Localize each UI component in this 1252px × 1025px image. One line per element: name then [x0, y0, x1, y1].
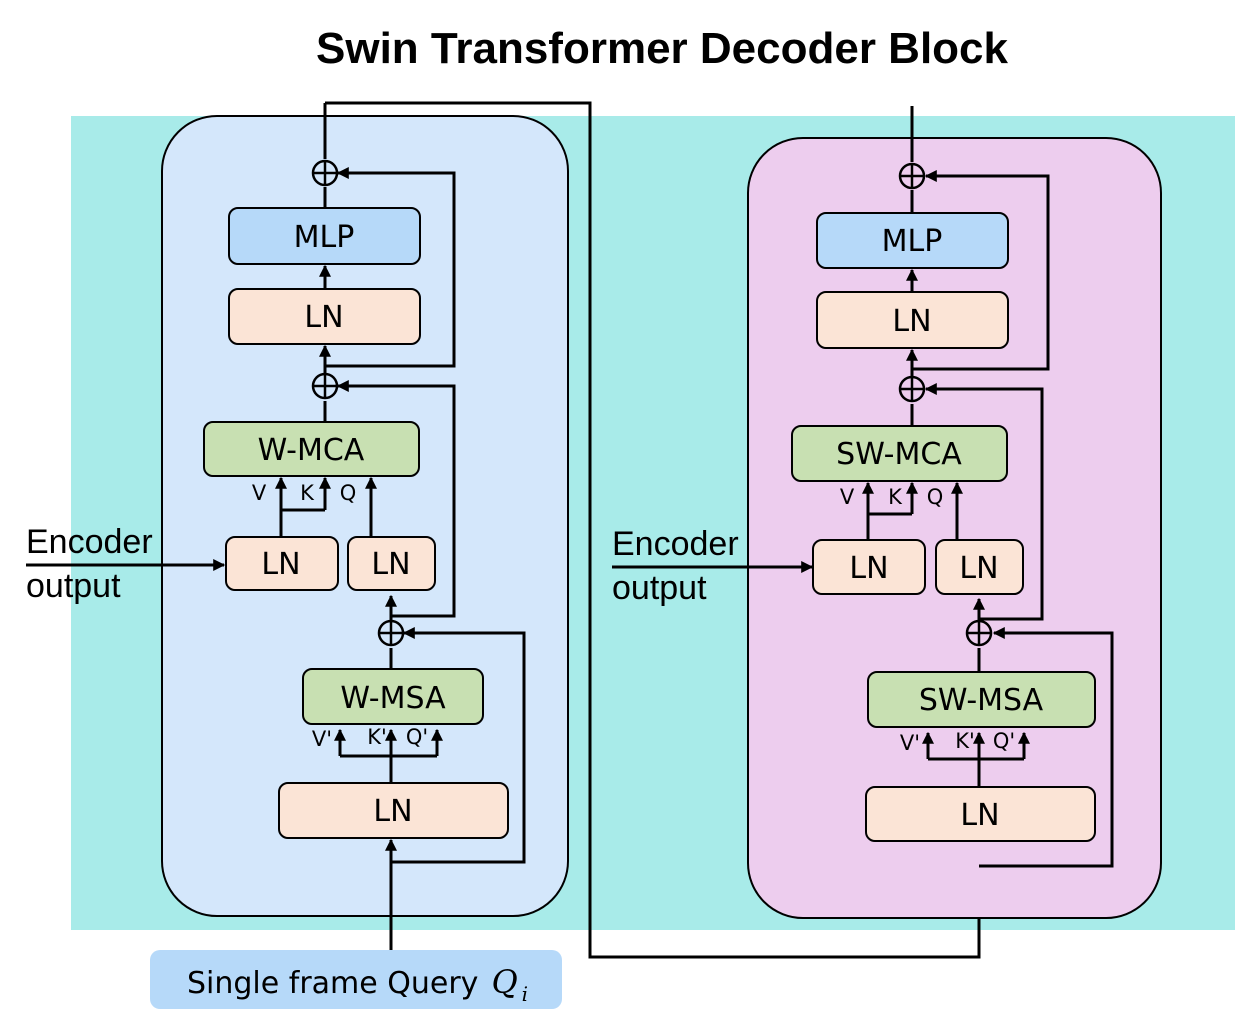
right-v-label: V [840, 485, 855, 509]
right-ln-encoder-label: LN [849, 551, 888, 586]
right-ln-encoder-box [812, 539, 926, 595]
query-label: Single frame Query [187, 966, 478, 1001]
left-ln-query-label: LN [371, 547, 410, 582]
left-ln-input-label: LN [373, 794, 412, 829]
left-ln-mlp-box [228, 288, 421, 345]
left-self-attention-label: W-MSA [340, 681, 446, 716]
left-cross-attention-box [203, 421, 420, 477]
right-residual-3 [912, 170, 1050, 371]
left-ln-mlp-label: LN [304, 300, 343, 335]
right-q-prime-label: Q' [993, 729, 1015, 753]
left-self-attention-box [302, 668, 484, 725]
right-ln-mlp-box [816, 291, 1009, 349]
left-ln-input-box [278, 782, 509, 839]
right-self-attention-box [867, 671, 1096, 728]
right-ln-query-box [935, 539, 1024, 595]
query-text: Single frame Query Q i [187, 963, 528, 1006]
right-add-node-middle [898, 375, 926, 403]
right-cross-attention-box [791, 425, 1008, 482]
right-add-node-top [898, 162, 926, 190]
right-mlp-box [816, 212, 1009, 269]
left-mlp-box [228, 207, 421, 265]
left-v-prime-label: V' [312, 727, 332, 751]
left-residual-1 [391, 627, 526, 864]
right-encoder-label-line1: Encoder [612, 525, 739, 563]
right-add-node-bottom [965, 619, 993, 647]
left-add-node-bottom [377, 619, 405, 647]
right-q-label: Q [927, 485, 944, 509]
left-k-prime-label: K' [367, 725, 387, 749]
left-q-label: Q [340, 481, 357, 505]
left-ln-encoder-label: LN [261, 547, 300, 582]
left-v-label: V [252, 481, 267, 505]
left-residual-3 [325, 167, 456, 368]
left-encoder-label-line1: Encoder [26, 523, 153, 561]
right-ln-input-label: LN [960, 798, 999, 833]
right-mlp-label: MLP [882, 224, 943, 259]
left-add-node-top [311, 159, 339, 187]
right-ln-query-label: LN [959, 551, 998, 586]
left-ln-encoder-box [225, 536, 339, 591]
left-mlp-label: MLP [294, 220, 355, 255]
left-residual-2 [336, 380, 456, 618]
left-ln-query-box [347, 536, 436, 591]
left-add-node-middle [311, 372, 339, 400]
left-q-prime-label: Q' [406, 725, 428, 749]
right-ln-input-box [865, 786, 1096, 842]
left-decoder-block: MLP LN W-MCA LN LN W-MSA LN V [26, 103, 569, 950]
right-v-prime-label: V' [900, 731, 920, 755]
right-self-attention-label: SW-MSA [919, 683, 1044, 718]
right-residual-1 [979, 627, 1114, 868]
right-k-prime-label: K' [955, 729, 975, 753]
right-ln-mlp-label: LN [892, 304, 931, 339]
left-k-label: K [300, 481, 315, 505]
left-cross-attention-label: W-MCA [258, 433, 365, 468]
query-symbol: Q [491, 963, 517, 1001]
query-subscript: i [522, 982, 528, 1006]
diagram-title: Swin Transformer Decoder Block [316, 24, 1009, 73]
query-input: Single frame Query Q i [150, 950, 562, 1009]
right-decoder-block: MLP LN SW-MCA LN LN SW-MSA LN V [612, 106, 1162, 919]
left-encoder-label-line2: output [26, 567, 121, 605]
right-k-label: K [888, 485, 903, 509]
right-encoder-label-line2: output [612, 569, 707, 607]
right-residual-2 [924, 383, 1044, 621]
query-box [150, 950, 562, 1009]
right-cross-attention-label: SW-MCA [836, 437, 962, 472]
